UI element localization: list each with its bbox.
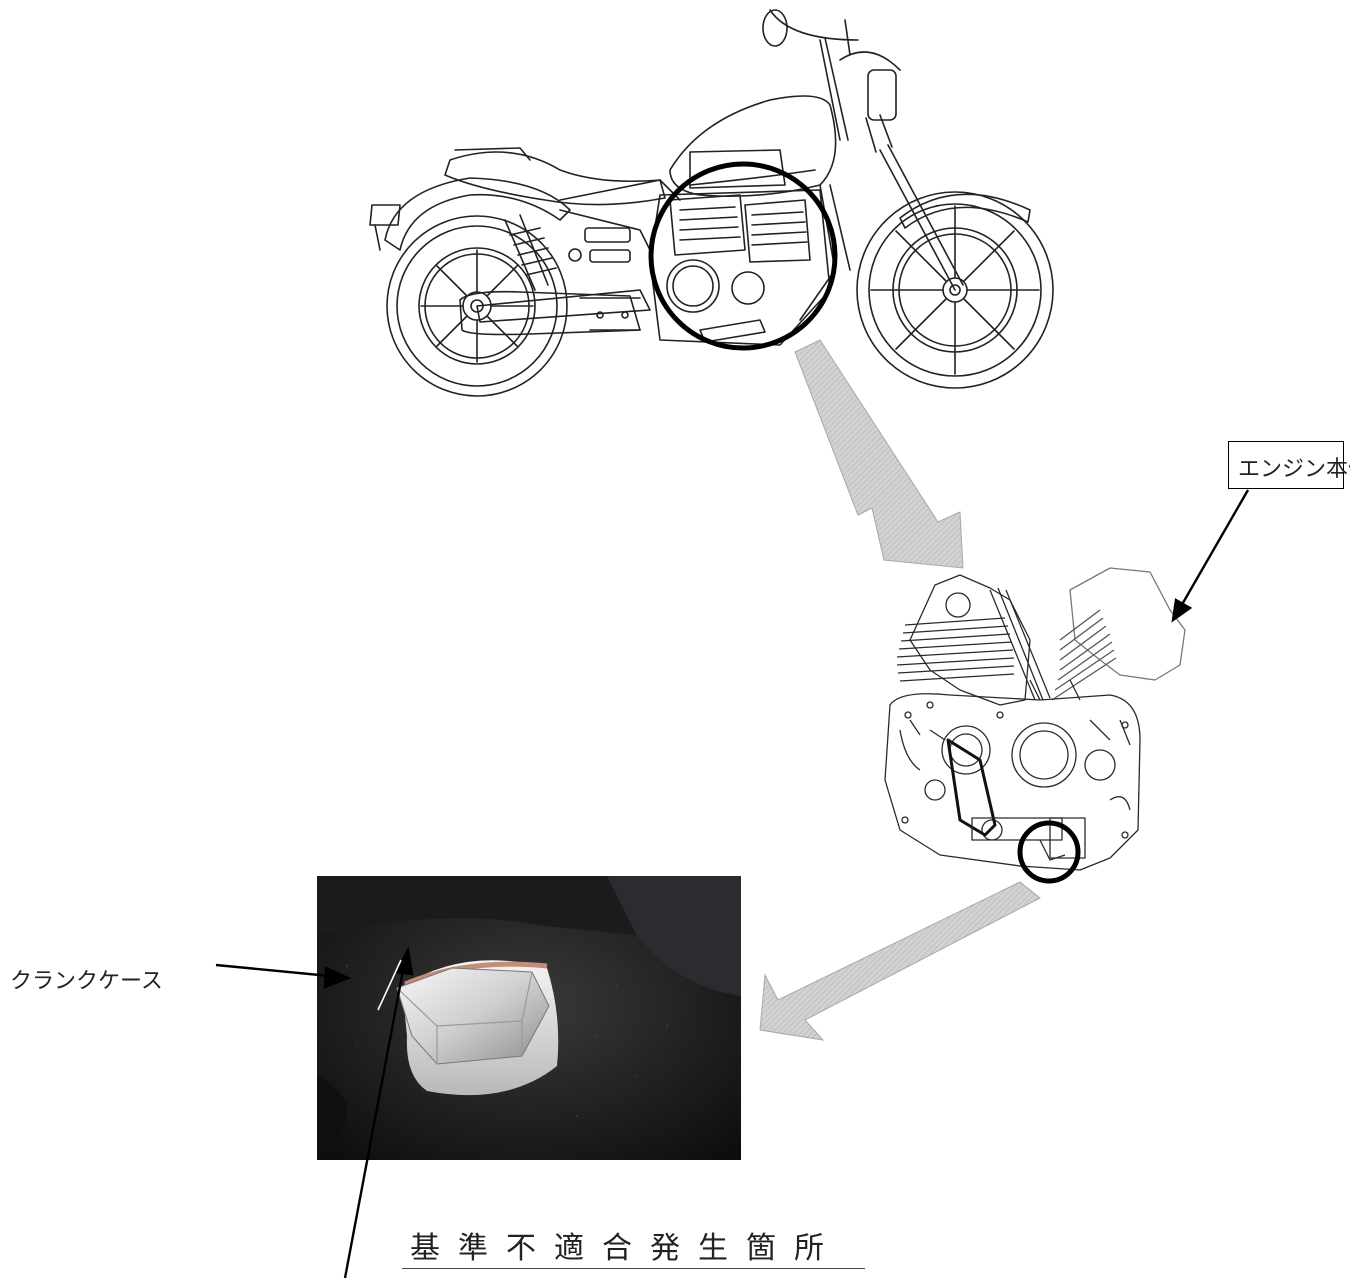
front-wheel [856, 191, 1054, 389]
engine-body-label: エンジン本体 [1238, 457, 1350, 482]
engine-highlight-ring [648, 161, 838, 351]
drain-bolt-photo [317, 876, 741, 1160]
fault-location-label: 基準不適合発生箇所 [410, 1231, 842, 1266]
drain-highlight-ring [1017, 820, 1081, 884]
fault-location-underline [402, 1268, 865, 1269]
crankcase-label: クランクケース [10, 969, 163, 994]
engine-body-callout: エンジン本体 [1228, 441, 1350, 489]
rear-wheel [386, 215, 568, 397]
